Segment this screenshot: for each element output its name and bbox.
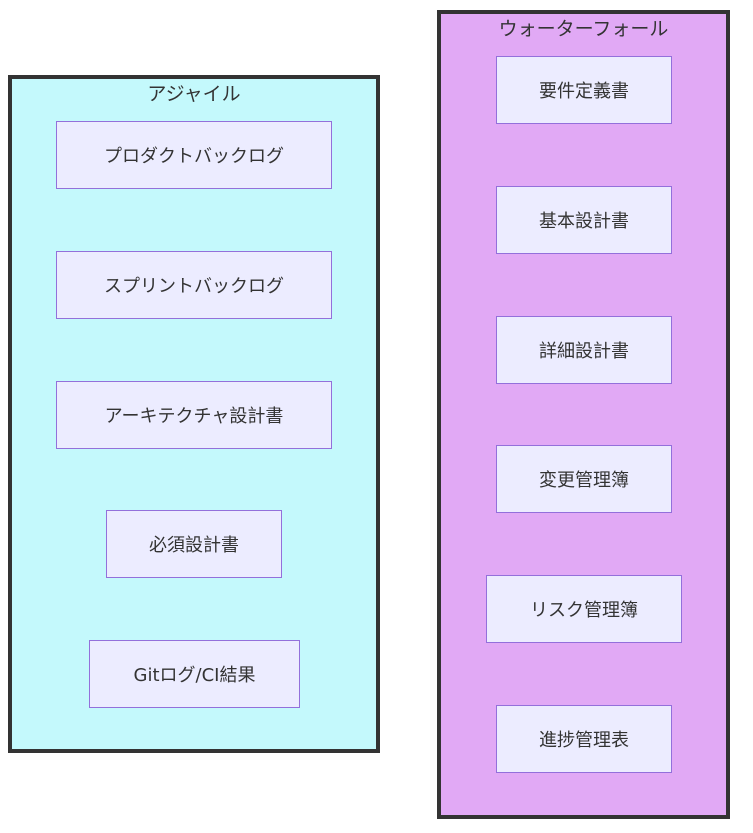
agile-group-title: アジャイル [147,83,241,105]
waterfall-group-title: ウォーターフォール [498,18,669,40]
required-design-doc-node[interactable]: 必須設計書 [106,510,282,578]
git-log-ci-result-node[interactable]: Gitログ/CI結果 [89,640,300,708]
basic-design-doc-node[interactable]: 基本設計書 [496,186,672,254]
requirements-doc-node[interactable]: 要件定義書 [496,56,672,124]
detailed-design-doc-node[interactable]: 詳細設計書 [496,316,672,384]
change-log-node[interactable]: 変更管理簿 [496,445,672,513]
progress-table-node[interactable]: 進捗管理表 [496,705,672,773]
sprint-backlog-node[interactable]: スプリントバックログ [56,251,332,319]
risk-register-node[interactable]: リスク管理簿 [486,575,682,643]
architecture-design-doc-node[interactable]: アーキテクチャ設計書 [56,381,332,449]
agile-group: アジャイル プロダクトバックログ スプリントバックログ アーキテクチャ設計書 必… [8,75,380,753]
waterfall-group: ウォーターフォール 要件定義書 基本設計書 詳細設計書 変更管理簿 リスク管理簿… [437,10,730,819]
product-backlog-node[interactable]: プロダクトバックログ [56,121,332,189]
